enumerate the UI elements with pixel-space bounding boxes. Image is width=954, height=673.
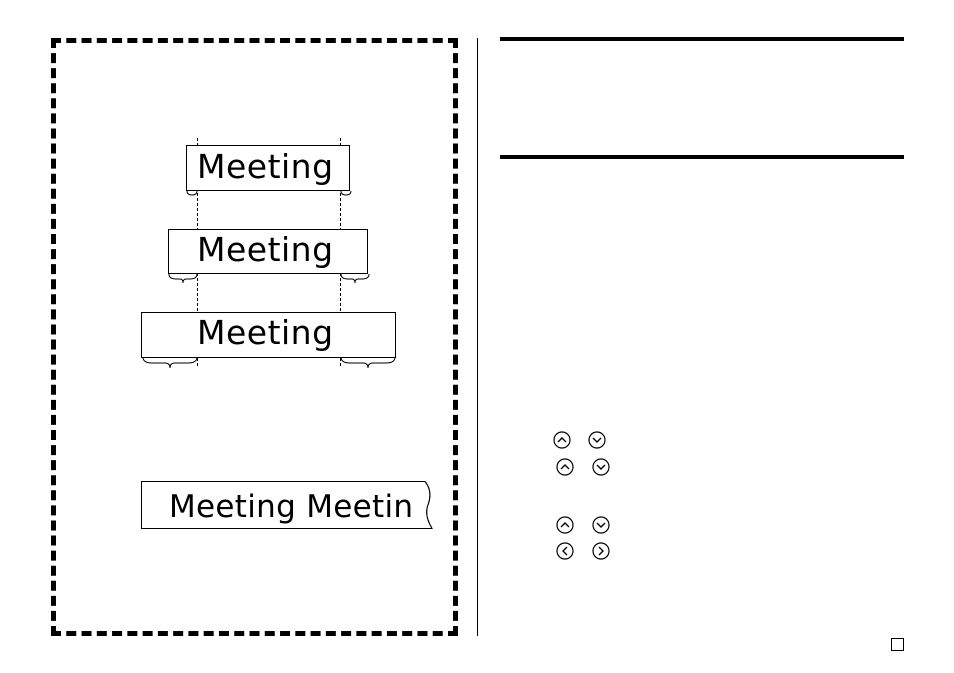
tape-sample-wide <box>141 312 396 358</box>
page-number-box <box>891 638 904 651</box>
column-divider <box>477 38 478 636</box>
section-rule-middle <box>500 155 904 159</box>
tape-text: Meeting <box>197 313 334 352</box>
margin-brace <box>142 356 198 369</box>
illustration-frame <box>51 38 458 636</box>
up-arrow-key-icon <box>556 516 574 534</box>
margin-brace <box>340 273 370 284</box>
right-arrow-key-icon <box>592 542 610 560</box>
down-arrow-key-icon <box>588 431 606 449</box>
margin-brace <box>340 190 352 196</box>
repeat-tape-sample: Meeting Meetin <box>141 481 433 529</box>
up-arrow-key-icon <box>553 431 571 449</box>
margin-brace <box>340 356 396 369</box>
margin-brace <box>186 190 198 196</box>
tape-sample-medium <box>168 229 368 274</box>
tape-sample-narrow <box>186 145 350 191</box>
repeat-tape-text: Meeting Meetin <box>169 489 414 525</box>
tape-text: Meeting <box>197 147 334 186</box>
left-arrow-key-icon <box>556 542 574 560</box>
down-arrow-key-icon <box>592 458 610 476</box>
section-rule-top <box>500 37 904 41</box>
torn-edge <box>424 481 433 529</box>
down-arrow-key-icon <box>592 516 610 534</box>
up-arrow-key-icon <box>556 458 574 476</box>
margin-brace <box>168 273 198 284</box>
tape-text: Meeting <box>197 230 334 269</box>
